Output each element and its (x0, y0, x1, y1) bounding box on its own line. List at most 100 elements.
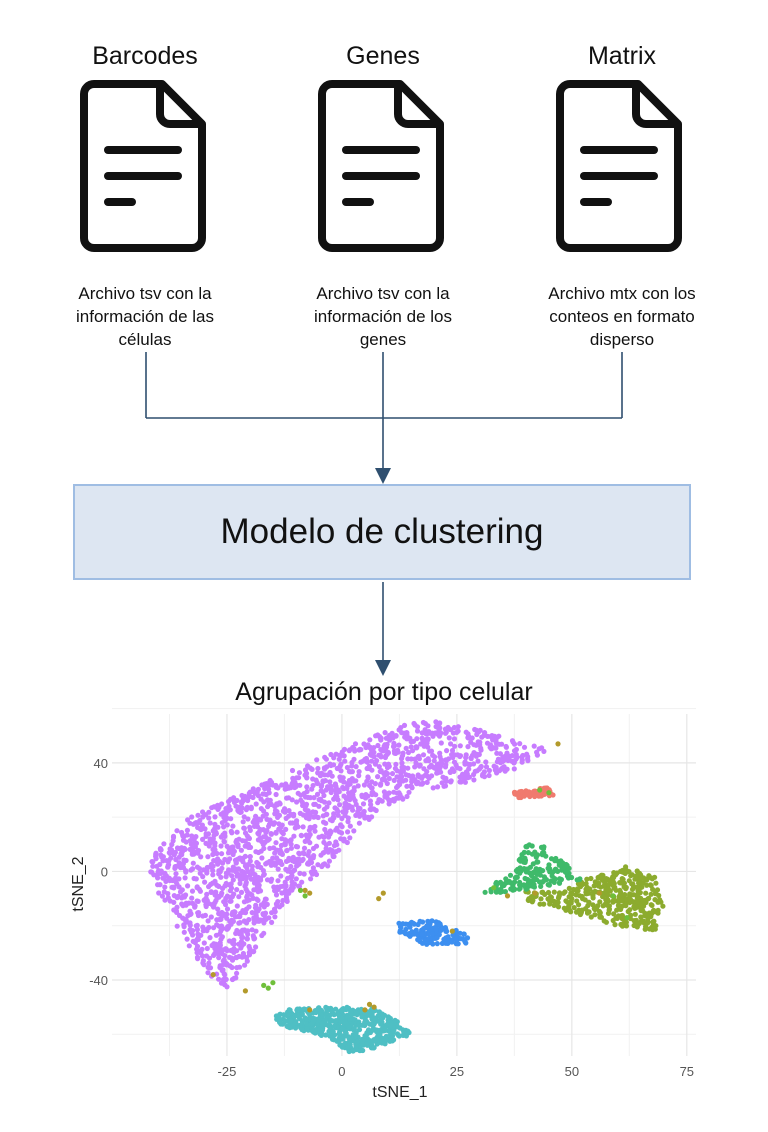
scatter-point (273, 901, 279, 907)
scatter-point (624, 915, 630, 921)
scatter-point (547, 901, 553, 907)
scatter-point (613, 887, 619, 893)
scatter-point (346, 768, 352, 775)
scatter-point (648, 883, 654, 889)
scatter-point (377, 797, 384, 803)
scatter-point (204, 945, 210, 952)
scatter-point (325, 1022, 331, 1028)
scatter-point (207, 837, 213, 844)
scatter-point (376, 752, 382, 758)
scatter-point (285, 868, 291, 874)
scatter-point (324, 811, 330, 817)
scatter-point (537, 787, 543, 793)
scatter-point (153, 850, 159, 856)
scatter-point (590, 902, 596, 908)
description-line: Archivo mtx con los (548, 284, 696, 303)
scatter-point (203, 895, 209, 901)
scatter-point (161, 841, 167, 847)
x-tick-label: 50 (565, 1064, 579, 1079)
scatter-point (577, 911, 584, 918)
scatter-point (611, 870, 617, 876)
scatter-point (210, 972, 216, 978)
scatter-point (212, 821, 218, 827)
scatter-point (207, 864, 213, 870)
scatter-point (537, 901, 543, 907)
scatter-point (638, 876, 644, 882)
scatter-point (458, 779, 464, 785)
scatter-point (558, 862, 564, 868)
scatter-point (356, 820, 362, 826)
scatter-point (533, 854, 539, 860)
scatter-point (231, 941, 237, 947)
scatter-point (371, 1004, 377, 1010)
scatter-point (219, 801, 225, 807)
scatter-point (410, 920, 416, 926)
scatter-point (577, 876, 583, 883)
scatter-point (362, 1007, 368, 1013)
scatter-point (337, 802, 343, 808)
scatter-point (228, 947, 234, 954)
scatter-point (294, 775, 300, 781)
scatter-point (638, 918, 645, 924)
scatter-point (543, 877, 550, 883)
scatter-point (429, 918, 435, 924)
scatter-point (258, 796, 264, 802)
scatter-point (179, 829, 185, 836)
scatter-point (521, 744, 528, 750)
scatter-point (187, 838, 193, 844)
scatter-point (300, 802, 306, 809)
scatter-point (468, 755, 474, 761)
scatter-point (294, 1006, 300, 1012)
scatter-point (183, 902, 189, 908)
scatter-point (218, 843, 224, 849)
scatter-point (421, 926, 427, 932)
scatter-point (321, 839, 327, 846)
scatter-point (216, 976, 222, 982)
scatter-point (226, 938, 233, 944)
scatter-point (253, 849, 259, 855)
scatter-point (655, 899, 661, 905)
scatter-point (240, 859, 246, 865)
scatter-point (334, 765, 340, 772)
scatter-point (293, 1025, 299, 1031)
scatter-point (261, 982, 267, 989)
scatter-point (336, 1037, 343, 1043)
scatter-point (246, 943, 252, 950)
scatter-point (248, 876, 254, 882)
scatter-point (283, 826, 289, 833)
scatter-point (378, 1036, 384, 1042)
scatter-point (194, 943, 201, 950)
scatter-point (339, 1007, 345, 1013)
scatter-point (303, 771, 309, 777)
scatter-point (389, 1033, 396, 1039)
scatter-point (476, 766, 482, 772)
scatter-point (296, 850, 302, 856)
scatter-point (358, 747, 364, 753)
scatter-point (448, 741, 454, 747)
scatter-point (450, 754, 456, 761)
scatter-point (182, 875, 188, 881)
scatter-point (375, 774, 381, 780)
scatter-point (493, 737, 499, 743)
scatter-point (394, 784, 400, 791)
scatter-point (419, 931, 425, 937)
scatter-point (660, 903, 666, 909)
scatter-point (527, 878, 533, 884)
scatter-point (219, 820, 225, 826)
scatter-point (358, 759, 364, 765)
scatter-point (195, 812, 201, 818)
scatter-point (240, 950, 246, 957)
scatter-point (202, 879, 208, 885)
scatter-point (524, 843, 530, 849)
scatter-point (347, 823, 353, 829)
scatter-point (335, 808, 341, 815)
scatter-point (423, 736, 430, 742)
scatter-point (254, 859, 260, 866)
scatter-point (328, 1017, 334, 1023)
scatter-point (190, 860, 196, 866)
scatter-point (301, 845, 308, 851)
scatter-point (187, 920, 193, 926)
scatter-point (345, 829, 351, 835)
scatter-point (400, 750, 406, 756)
scatter-point (155, 869, 161, 876)
